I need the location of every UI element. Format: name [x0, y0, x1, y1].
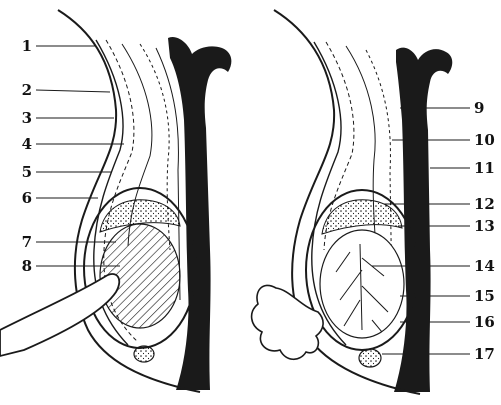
label-11: 11 [474, 161, 496, 176]
label-10: 10 [474, 133, 496, 148]
label-16: 16 [474, 315, 496, 330]
label-5: 5 [10, 165, 32, 180]
right-protruding-mass [252, 285, 323, 359]
right-section [252, 10, 453, 394]
left-outer-wall [168, 37, 231, 390]
label-2: 2 [10, 83, 32, 98]
left-finger [0, 274, 119, 356]
label-7: 7 [10, 235, 32, 250]
right-stippled-cap [322, 200, 402, 234]
right-bottom-nodule [359, 349, 381, 367]
right-outer-wall [394, 48, 452, 392]
label-9: 9 [474, 101, 496, 116]
label-12: 12 [474, 197, 496, 212]
label-17: 17 [474, 347, 496, 362]
left-bottom-nodule [134, 346, 154, 362]
label-13: 13 [474, 219, 496, 234]
leader-2 [36, 90, 110, 92]
label-4: 4 [10, 137, 32, 152]
label-8: 8 [10, 259, 32, 274]
label-14: 14 [474, 259, 496, 274]
label-3: 3 [10, 111, 32, 126]
label-1: 1 [10, 39, 32, 54]
label-15: 15 [474, 289, 496, 304]
left-section [0, 10, 231, 392]
label-6: 6 [10, 191, 32, 206]
